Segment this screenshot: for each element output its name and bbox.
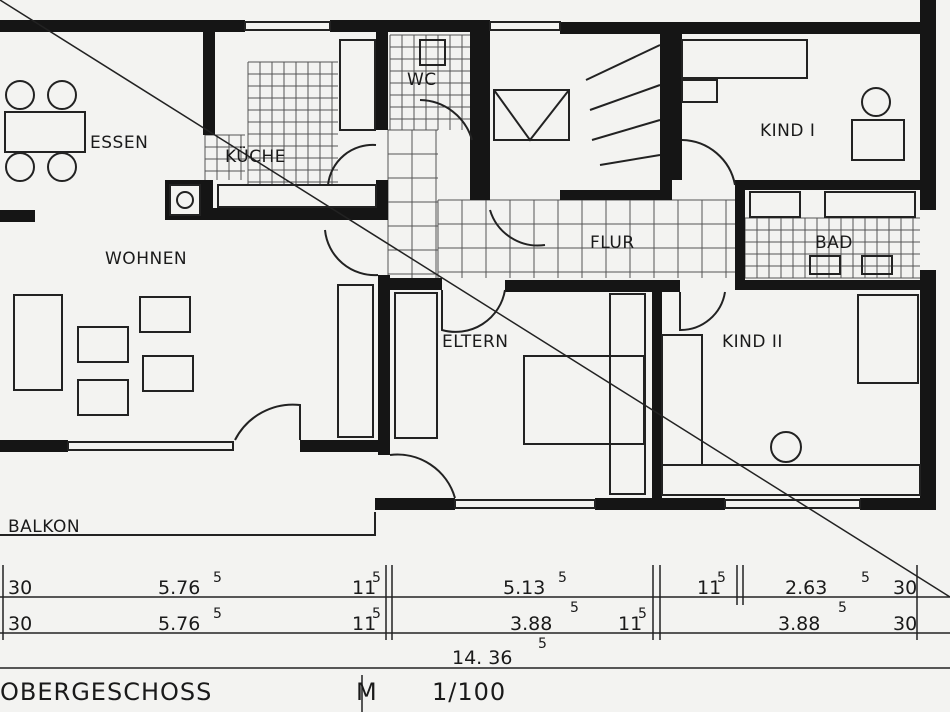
dim-sup: 5	[538, 636, 547, 652]
dim-text: 5.76	[158, 613, 200, 635]
dim-text: 3.88	[510, 613, 552, 635]
dim-text: 30	[893, 577, 917, 599]
room-label-kueche: KÜCHE	[225, 145, 286, 167]
dim-sup: 5	[861, 570, 870, 586]
dim-sup: 5	[558, 570, 567, 586]
dim-sup: 5	[838, 600, 847, 616]
scale-value: 1/100	[432, 678, 506, 706]
room-label-bad: BAD	[815, 233, 853, 253]
dim-sup: 5	[570, 600, 579, 616]
dim-sup: 5	[213, 606, 222, 622]
dim-text: 5.76	[158, 577, 200, 599]
room-label-kind2: KIND II	[722, 332, 783, 352]
dim-text: 11	[352, 577, 376, 599]
dim-text: 30	[8, 613, 32, 635]
dim-text: 14. 36	[452, 647, 512, 669]
furniture	[4, 39, 921, 496]
doors	[234, 99, 736, 499]
dim-text: 11	[352, 613, 376, 635]
balcony-outline	[0, 512, 376, 536]
tile-pattern	[204, 34, 920, 280]
dim-sup: 5	[372, 570, 381, 586]
dim-text: 3.88	[778, 613, 820, 635]
dimension-total: 14. 36 5	[452, 636, 547, 669]
dim-sup: 5	[717, 570, 726, 586]
dim-sup: 5	[372, 606, 381, 622]
dim-text: 11	[618, 613, 642, 635]
dim-text: 30	[893, 613, 917, 635]
room-label-wc: WC	[407, 70, 437, 90]
floor-title: OBERGESCHOSS	[0, 678, 212, 706]
walls	[0, 0, 936, 510]
dim-text: 5.13	[503, 577, 545, 599]
room-label-wohnen: WOHNEN	[105, 249, 187, 269]
windows	[67, 21, 861, 509]
room-label-balkon: BALKON	[8, 517, 80, 537]
room-label-eltern: ELTERN	[442, 332, 509, 352]
room-label-essen: ESSEN	[90, 133, 148, 153]
room-label-flur: FLUR	[590, 233, 635, 253]
dim-sup: 5	[638, 606, 647, 622]
dim-sup: 5	[213, 570, 222, 586]
dim-text: 11	[697, 577, 721, 599]
dim-text: 30	[8, 577, 32, 599]
scale-symbol: M	[356, 678, 378, 706]
dim-text: 2.63	[785, 577, 827, 599]
room-label-kind1: KIND I	[760, 121, 815, 141]
